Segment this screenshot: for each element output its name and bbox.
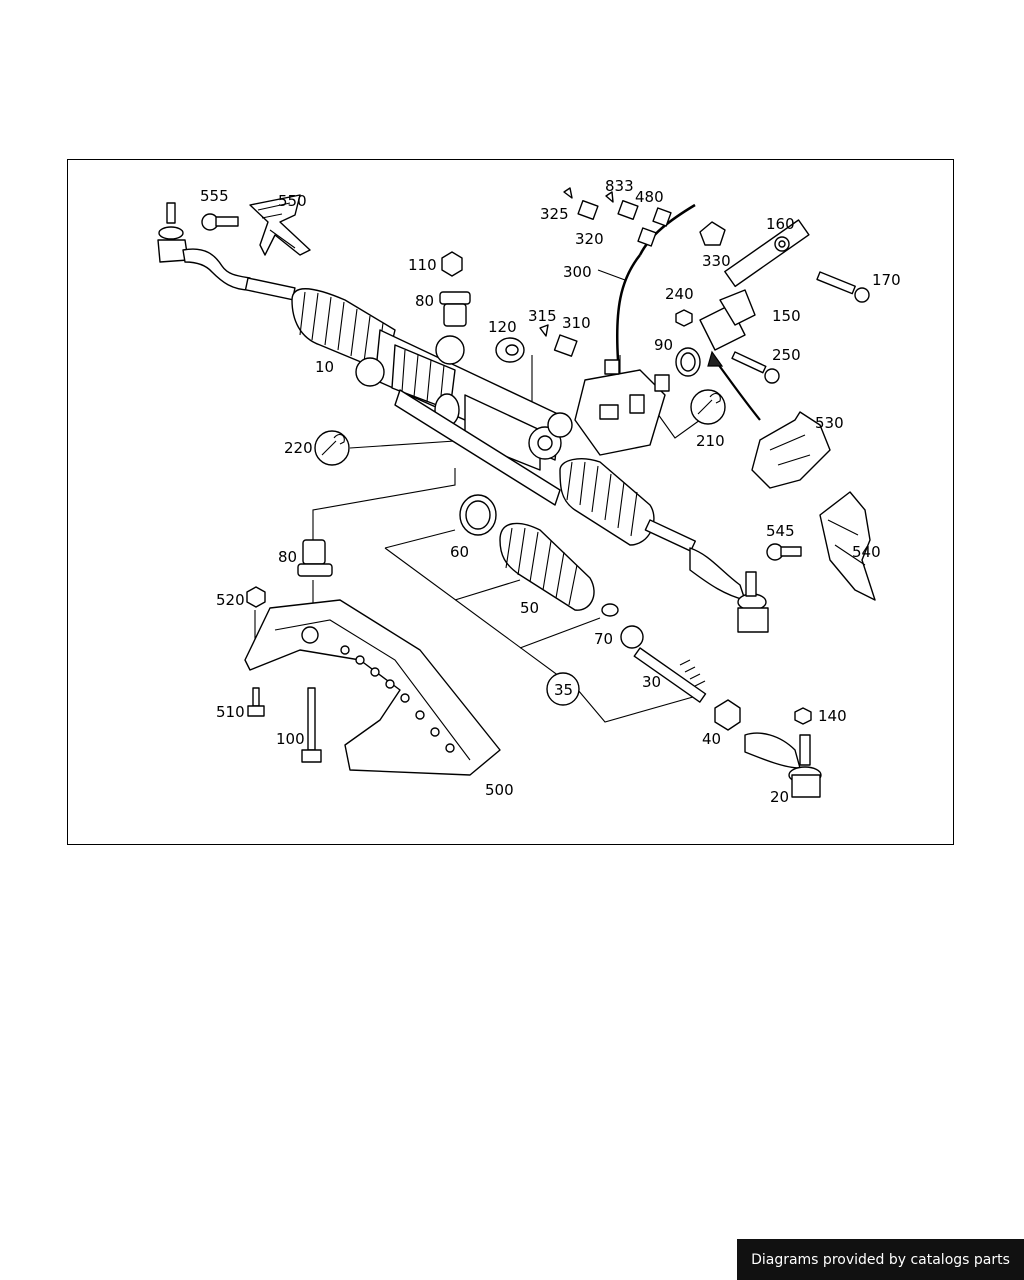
label-480: 480 (635, 188, 664, 206)
subframe-500 (244, 599, 501, 776)
label-555: 555 (200, 187, 229, 205)
nut-40 (714, 699, 741, 731)
cover-530 (751, 411, 831, 489)
tie-rod-end-right-top (737, 571, 769, 633)
label-90: 90 (654, 336, 673, 354)
nut-140 (794, 707, 812, 725)
bolt-545 (766, 543, 802, 561)
label-550: 550 (278, 192, 307, 210)
label-100: 100 (276, 730, 305, 748)
label-30: 30 (642, 673, 661, 691)
label-210: 210 (696, 432, 725, 450)
label-20: 20 (770, 788, 789, 806)
tie-rod-end-20 (744, 732, 822, 798)
label-320: 320 (575, 230, 604, 248)
label-330: 330 (702, 252, 731, 270)
bolt-555 (201, 213, 239, 231)
tie-rod-end-left (157, 202, 296, 301)
label-140: 140 (818, 707, 847, 725)
wrench-symbol-220 (314, 430, 350, 466)
label-240: 240 (665, 285, 694, 303)
shield-540 (819, 491, 876, 601)
label-60: 60 (450, 543, 469, 561)
leader-lines (254, 269, 701, 723)
label-150: 150 (772, 307, 801, 325)
nut-240 (675, 309, 693, 327)
label-510: 510 (216, 703, 245, 721)
label-833: 833 (605, 177, 634, 195)
label-310: 310 (562, 314, 591, 332)
steering-rack-10 (291, 288, 746, 601)
circle-35 (546, 672, 580, 706)
label-325: 325 (540, 205, 569, 223)
steering-rack-exploded-diagram: 555 550 833 480 325 320 330 160 170 300 … (157, 177, 901, 806)
label-250: 250 (772, 346, 801, 364)
sensor-harness-300 (563, 187, 726, 375)
clamp-70 (601, 603, 619, 617)
label-120: 120 (488, 318, 517, 336)
bracket-550 (249, 194, 311, 256)
seal-90 (675, 347, 701, 377)
label-530: 530 (815, 414, 844, 432)
wrench-symbol-210 (690, 389, 726, 425)
bolt-100 (301, 687, 322, 763)
label-160: 160 (766, 215, 795, 233)
label-540: 540 (852, 543, 881, 561)
label-170: 170 (872, 271, 901, 289)
label-520: 520 (216, 591, 245, 609)
label-35: 35 (554, 681, 573, 699)
part-120 (495, 337, 525, 363)
label-545: 545 (766, 522, 795, 540)
label-40: 40 (702, 730, 721, 748)
credit-banner: Diagrams provided by catalogs parts (737, 1239, 1024, 1280)
label-50: 50 (520, 599, 539, 617)
nut-520 (246, 586, 266, 608)
parts-315-310 (539, 324, 578, 357)
part-labels: 555 550 833 480 325 320 330 160 170 300 … (200, 177, 901, 806)
label-10: 10 (315, 358, 334, 376)
bolt-510 (247, 687, 265, 717)
label-70: 70 (594, 630, 613, 648)
label-110: 110 (408, 256, 437, 274)
label-300: 300 (563, 263, 592, 281)
intermediate-shaft-150 (699, 219, 810, 351)
parts-110-80 (439, 251, 471, 327)
bolt-170 (816, 271, 870, 303)
mount-80-lower (297, 539, 333, 577)
inner-tie-rod-30 (620, 625, 707, 703)
washer-160 (774, 236, 790, 252)
bellows-boot-50 (499, 522, 595, 611)
label-500: 500 (485, 781, 514, 799)
label-80-upper: 80 (415, 292, 434, 310)
clamp-60 (459, 494, 497, 536)
label-220: 220 (284, 439, 313, 457)
bolt-250 (731, 351, 780, 384)
label-315: 315 (528, 307, 557, 325)
label-80-lower: 80 (278, 548, 297, 566)
